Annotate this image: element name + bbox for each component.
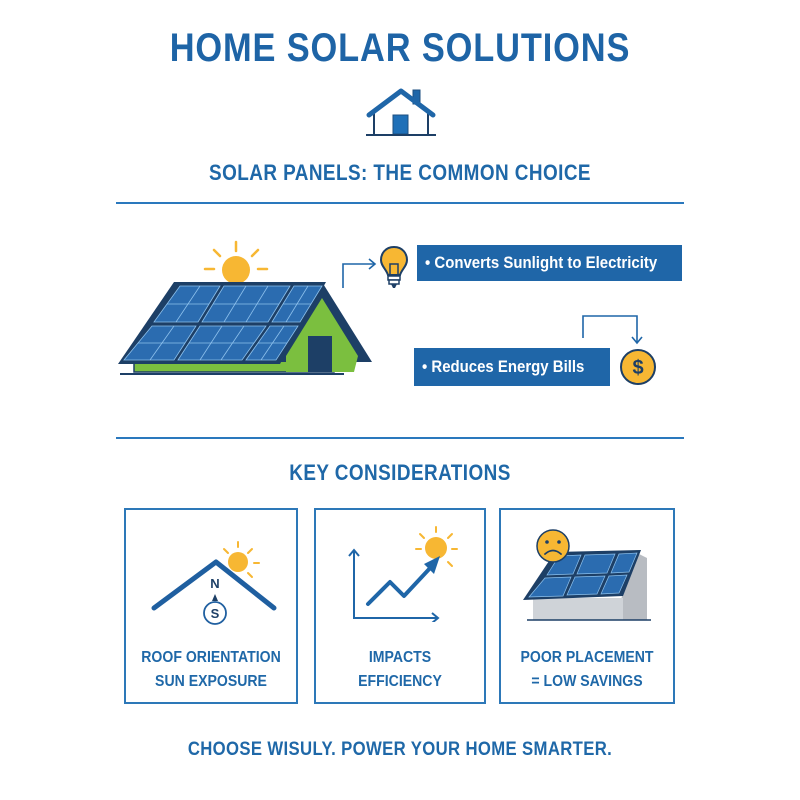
card-label-line2: = LOW SAVINGS [531, 673, 643, 690]
section-heading-key-considerations: KEY CONSIDERATIONS [289, 460, 511, 485]
rising-graph-sun-icon [346, 522, 466, 622]
divider [116, 202, 684, 204]
house-icon [364, 86, 438, 138]
sun-icon [223, 541, 260, 578]
solar-roof-house-icon [114, 238, 380, 378]
consideration-card-efficiency: IMPACTS EFFICIENCY [314, 508, 486, 704]
page-title: HOME SOLAR SOLUTIONS [169, 26, 631, 70]
benefit-reduces-bills: • Reduces Energy Bills [414, 348, 610, 386]
card-label-line1: IMPACTS [368, 649, 432, 666]
card-label-line1: POOR PLACEMENT [520, 649, 654, 666]
benefit-converts-sunlight: • Converts Sunlight to Electricity [417, 245, 682, 281]
roof-compass-sun-icon: N S [148, 532, 278, 632]
divider [116, 437, 684, 439]
section-heading-solar-panels: SOLAR PANELS: THE COMMON CHOICE [209, 160, 591, 185]
svg-text:$: $ [632, 357, 643, 379]
sad-face-solar-roof-icon [519, 520, 659, 626]
lightbulb-icon [379, 244, 409, 290]
card-label-line1: ROOF ORIENTATION [141, 649, 281, 666]
svg-text:S: S [211, 606, 220, 621]
card-label-line2: SUN EXPOSURE [155, 673, 267, 690]
sun-icon [415, 526, 458, 567]
consideration-card-poor-placement: POOR PLACEMENT = LOW SAVINGS [499, 508, 675, 704]
sun-icon [203, 240, 269, 284]
arrow-right-icon [340, 256, 380, 290]
footer-tagline: CHOOSE WISULY. POWER YOUR HOME SMARTER. [187, 739, 613, 760]
card-label-line2: EFFICIENCY [358, 673, 442, 690]
consideration-card-roof-orientation: N S ROOF ORIENTATION SUN EXPOSURE [124, 508, 298, 704]
sad-face-icon [536, 529, 570, 563]
arrow-down-icon [580, 312, 646, 346]
dollar-coin-icon: $ [618, 347, 658, 387]
svg-text:N: N [210, 576, 219, 591]
